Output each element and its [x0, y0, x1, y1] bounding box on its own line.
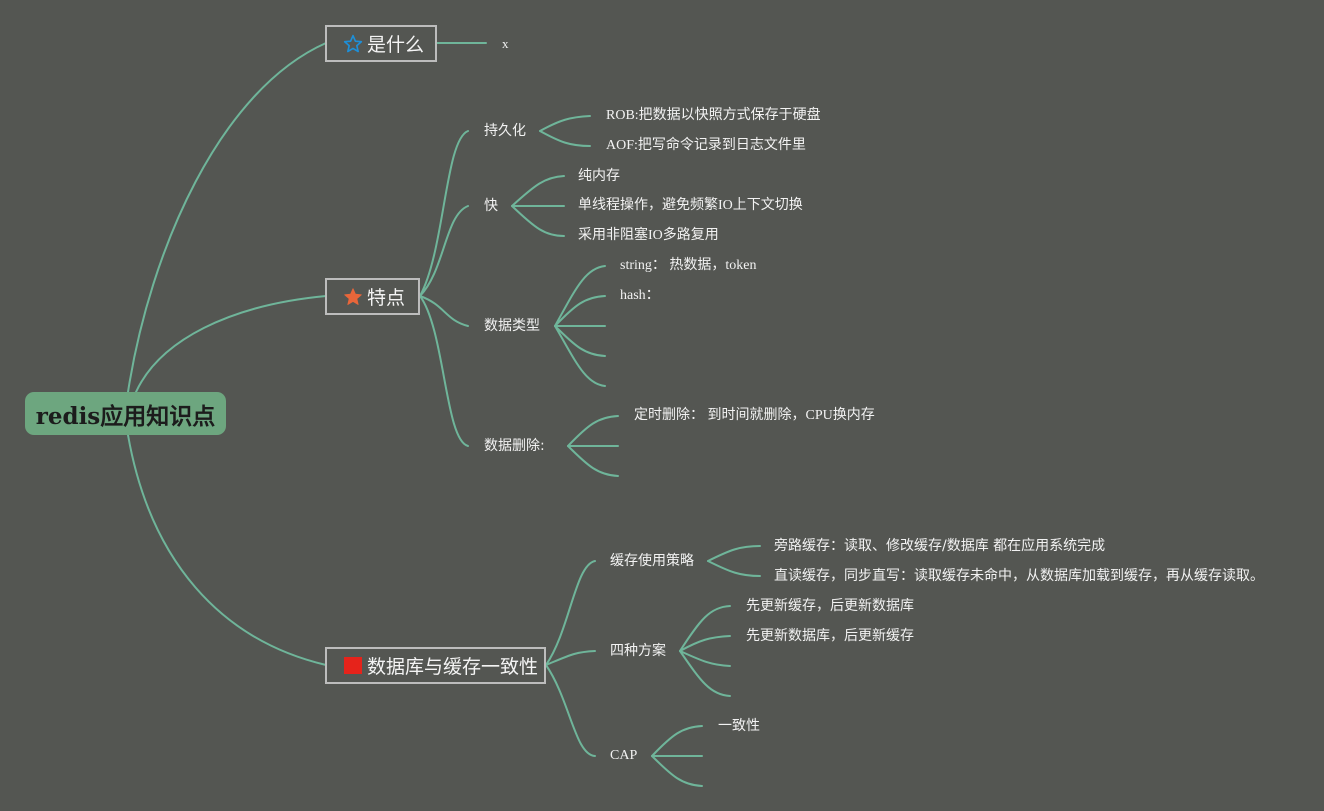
- node-fast-child[interactable]: 单线程操作，避免频繁IO上下文切换: [578, 198, 803, 213]
- node-fast-child[interactable]: 纯内存: [578, 168, 620, 184]
- node-datatypes-child[interactable]: hash：: [620, 288, 660, 303]
- node-persistence-child[interactable]: AOF:把写命令记录到日志文件里: [606, 138, 806, 153]
- node-what-label: 是什么: [367, 34, 425, 56]
- node-fast[interactable]: 快: [484, 198, 498, 214]
- node-what[interactable]: 是什么: [325, 25, 437, 62]
- node-datatypes[interactable]: 数据类型: [484, 318, 540, 334]
- node-features-label: 特点: [367, 287, 406, 309]
- node-consistency-label: 数据库与缓存一致性: [367, 656, 539, 678]
- red-flag-icon: [343, 656, 363, 676]
- node-cap[interactable]: CAP: [610, 748, 638, 763]
- root-node[interactable]: redis应用知识点: [25, 392, 226, 435]
- node-strategy-child[interactable]: 旁路缓存：读取、修改缓存/数据库 都在应用系统完成: [774, 538, 1106, 554]
- star-filled-icon: [343, 287, 363, 307]
- node-consistency[interactable]: 数据库与缓存一致性: [325, 647, 546, 684]
- node-strategy[interactable]: 缓存使用策略: [610, 553, 694, 569]
- node-four[interactable]: 四种方案: [610, 643, 666, 659]
- node-four-child[interactable]: 先更新数据库，后更新缓存: [746, 628, 914, 644]
- node-deletion-child[interactable]: 定时删除： 到时间就删除，CPU换内存: [634, 408, 875, 423]
- node-cap-child[interactable]: 一致性: [718, 718, 760, 734]
- node-datatypes-child[interactable]: string： 热数据，token: [620, 258, 757, 273]
- node-what-child[interactable]: x: [502, 36, 509, 51]
- node-persistence[interactable]: 持久化: [484, 123, 526, 139]
- node-persistence-child[interactable]: ROB:把数据以快照方式保存于硬盘: [606, 108, 821, 123]
- node-features[interactable]: 特点: [325, 278, 420, 315]
- node-fast-child[interactable]: 采用非阻塞IO多路复用: [578, 228, 719, 243]
- node-deletion[interactable]: 数据删除:: [484, 438, 545, 454]
- node-strategy-child[interactable]: 直读缓存，同步直写：读取缓存未命中，从数据库加载到缓存，再从缓存读取。: [774, 568, 1264, 584]
- star-outline-icon: [343, 34, 363, 54]
- node-four-child[interactable]: 先更新缓存，后更新数据库: [746, 598, 914, 614]
